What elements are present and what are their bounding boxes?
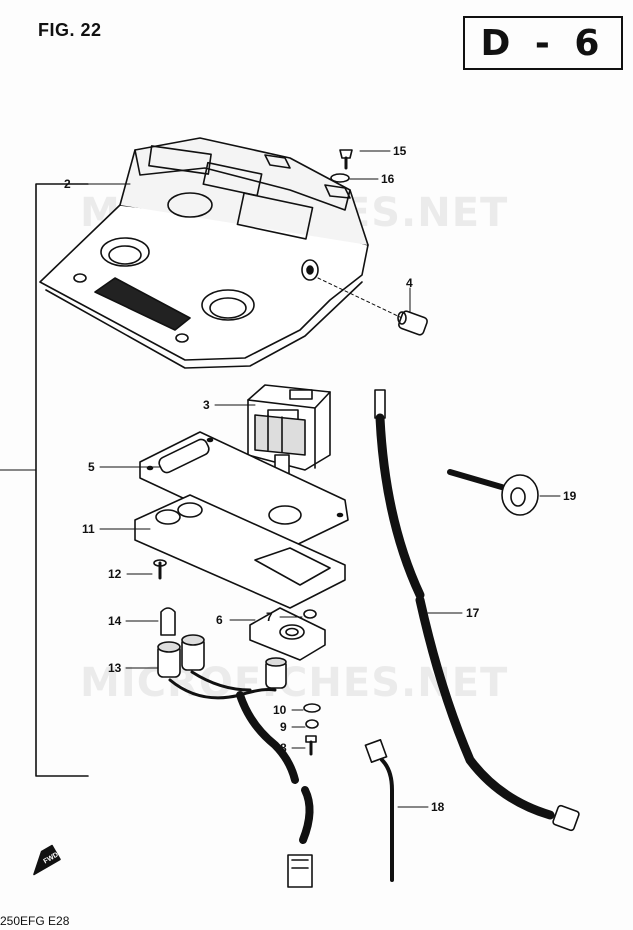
- sensor-probe: [364, 739, 394, 882]
- washer-16: [330, 173, 350, 183]
- callout-18: 18: [431, 800, 445, 814]
- gasket-plate: [139, 431, 349, 549]
- group-bracket: [35, 183, 89, 777]
- section-code: D - 6: [480, 22, 606, 64]
- socket-plate: [249, 607, 326, 661]
- grommet-7: [303, 609, 317, 619]
- bulb-14: [160, 607, 176, 636]
- callout-13: 13: [108, 661, 122, 675]
- screw-12: [153, 559, 167, 580]
- meter-unit: [247, 384, 331, 481]
- section-code-box: D - 6: [463, 16, 623, 70]
- cable-clamp: [447, 469, 539, 516]
- callout-6: 6: [216, 613, 223, 627]
- callout-7: 7: [266, 610, 273, 624]
- callout-17: 17: [466, 606, 480, 620]
- callout-8: 8: [280, 741, 287, 755]
- callout-10: 10: [273, 703, 287, 717]
- washer-10: [303, 703, 321, 713]
- screw-8: [305, 735, 317, 756]
- callout-19: 19: [563, 489, 577, 503]
- figure-label: FIG. 22: [38, 20, 102, 40]
- callout-4: 4: [406, 276, 413, 290]
- callout-2: 2: [64, 177, 71, 191]
- callout-12: 12: [108, 567, 122, 581]
- callout-5: 5: [88, 460, 95, 474]
- meter-housing: [39, 137, 369, 369]
- callout-9: 9: [280, 720, 287, 734]
- wire-connector: [287, 786, 314, 888]
- screw-15: [339, 149, 353, 170]
- callout-16: 16: [381, 172, 395, 186]
- callout-15: 15: [393, 144, 407, 158]
- washer-9: [305, 719, 319, 729]
- speedometer-cable: [374, 389, 580, 832]
- callout-11: 11: [82, 522, 95, 536]
- fwd-arrow-badge: FWD: [33, 844, 61, 876]
- callout-leaders: [77, 150, 561, 808]
- callout-3: 3: [203, 398, 210, 412]
- callout-14: 14: [108, 614, 122, 628]
- footer-model-code: 250EFG E28: [0, 914, 70, 928]
- trip-knob: [317, 277, 428, 336]
- socket-harness: [157, 634, 299, 784]
- callout-numbers: 2 3 4 5 6 7 8 9 10 11 12 13 14 15 16 17 …: [64, 144, 577, 814]
- base-plate: [134, 494, 346, 609]
